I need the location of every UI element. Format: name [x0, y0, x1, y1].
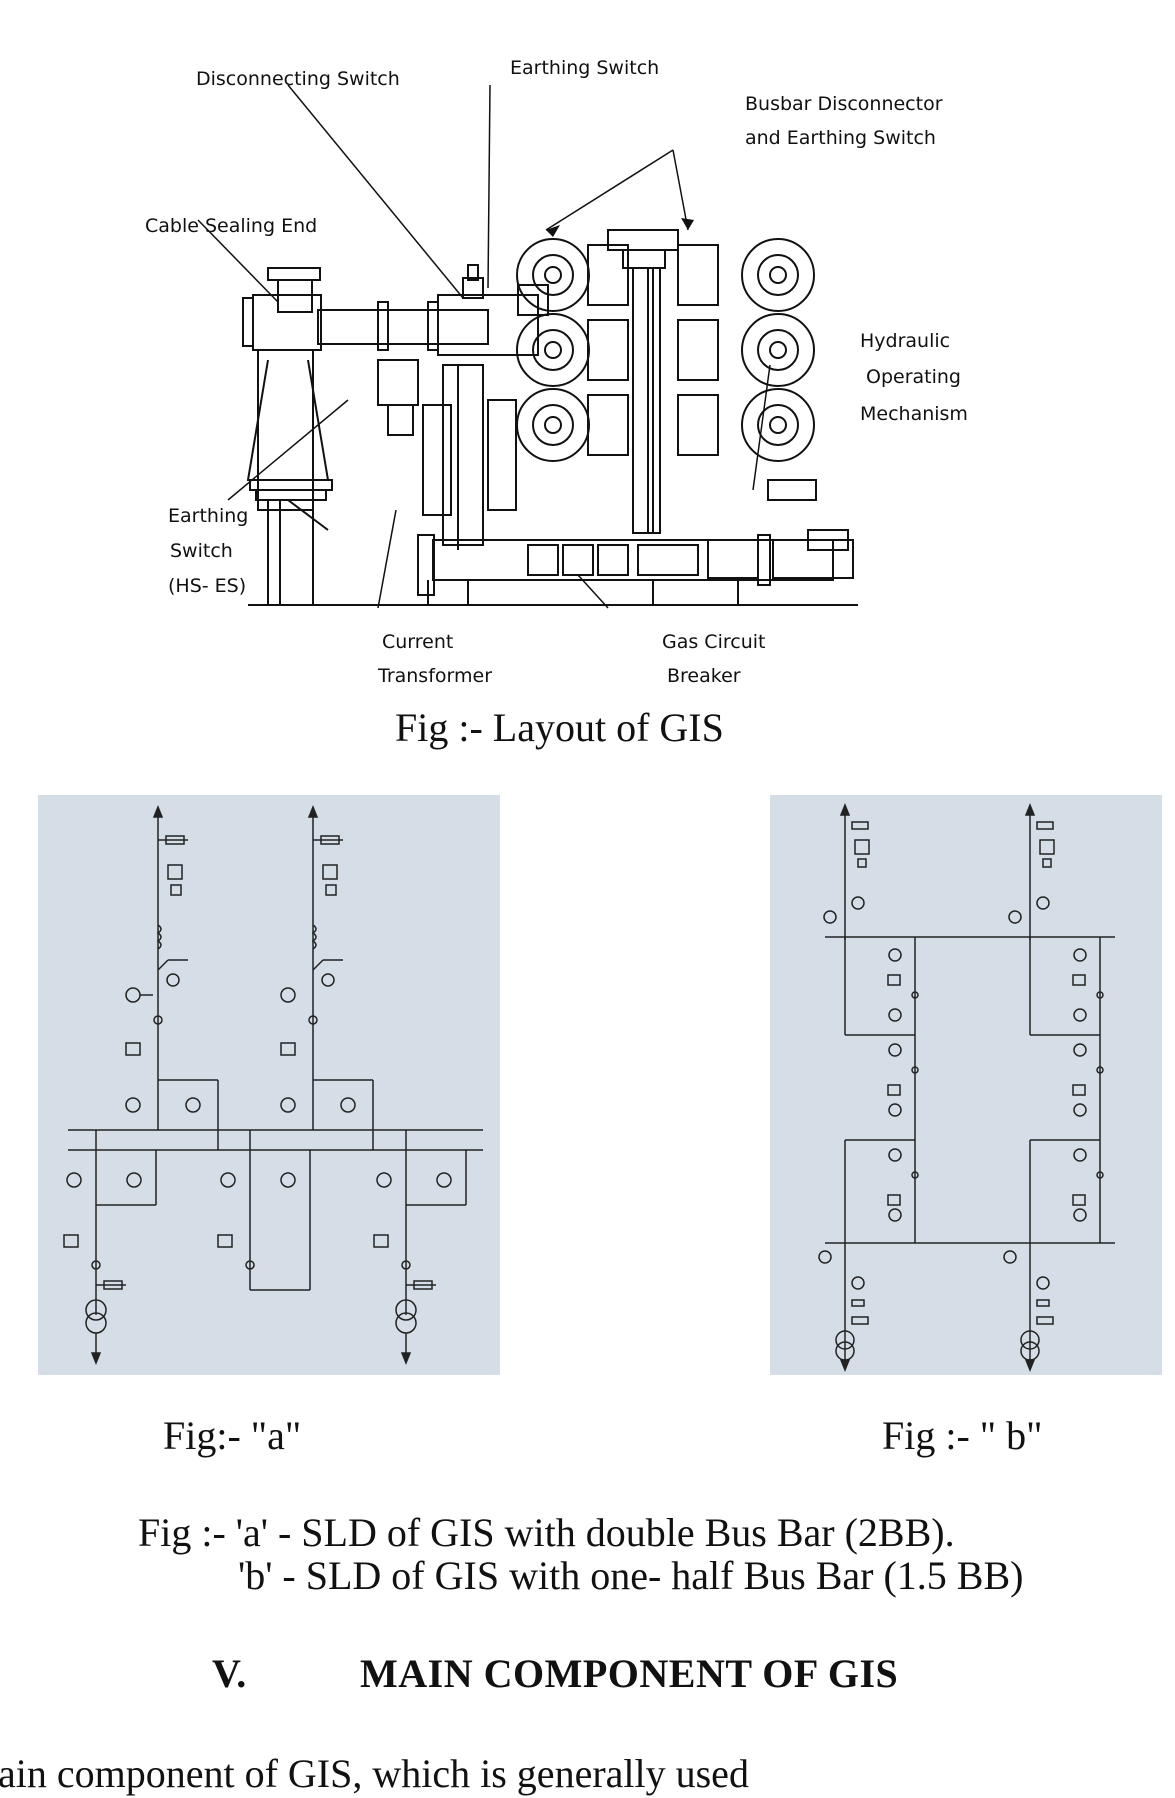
- gis-layout-figure: [128, 40, 988, 700]
- label-cable-sealing-end: Cable Sealing End: [145, 215, 318, 237]
- sld-diagram-b: [818, 802, 1115, 1373]
- label-gas-circuit: Gas Circuit: [662, 631, 766, 653]
- label-switch: Switch: [170, 540, 233, 562]
- label-earthing: Earthing: [168, 505, 249, 527]
- label-mechanism: Mechanism: [860, 403, 968, 425]
- sld-caption-line1: Fig :- 'a' - SLD of GIS with double Bus …: [138, 1510, 955, 1555]
- fig-b-label: Fig :- " b": [882, 1413, 1043, 1458]
- body-text-partial: ain component of GIS, which is generally…: [0, 1751, 749, 1796]
- fig-a-label: Fig:- "a": [163, 1413, 302, 1458]
- label-busbar-earthing: and Earthing Switch: [745, 127, 936, 149]
- label-operating: Operating: [866, 366, 961, 388]
- section-number: V.: [212, 1651, 247, 1696]
- label-busbar-disconnector: Busbar Disconnector: [745, 93, 943, 115]
- label-hydraulic: Hydraulic: [860, 330, 951, 352]
- sld-panel-b: [770, 795, 1162, 1375]
- label-transformer: Transformer: [378, 665, 493, 687]
- label-earthing-switch-top: Earthing Switch: [510, 57, 660, 79]
- sld-diagram-a: [63, 804, 483, 1366]
- label-hs-es: (HS- ES): [168, 575, 247, 597]
- gis-layout-drawing: [197, 84, 858, 609]
- section-title: MAIN COMPONENT OF GIS: [360, 1651, 899, 1696]
- label-current: Current: [382, 631, 454, 653]
- sld-panel-a: [38, 795, 500, 1375]
- label-disconnecting-switch: Disconnecting Switch: [196, 68, 400, 90]
- label-breaker: Breaker: [667, 665, 741, 687]
- figure-caption-layout: Fig :- Layout of GIS: [395, 705, 724, 750]
- sld-caption-line2: 'b' - SLD of GIS with one- half Bus Bar …: [238, 1553, 1024, 1598]
